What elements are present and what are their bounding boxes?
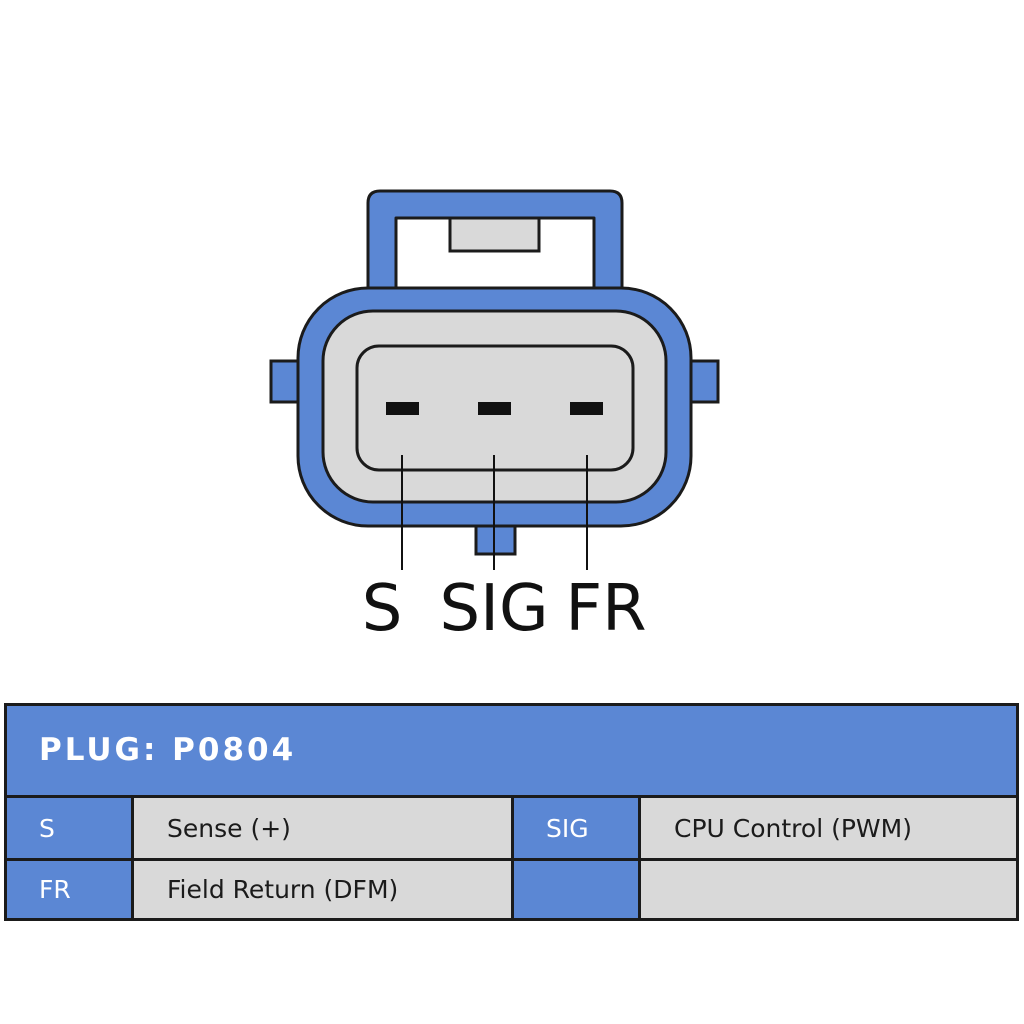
pin-terminal-s xyxy=(386,402,419,415)
pin-description-cell xyxy=(641,861,1016,918)
pin-label-s: S xyxy=(362,572,403,646)
pin-label-sig: SIG xyxy=(439,572,548,646)
pin-label-fr: FR xyxy=(565,572,646,646)
pin-description-cell: CPU Control (PWM) xyxy=(641,798,1016,858)
pin-description-cell: Field Return (DFM) xyxy=(134,861,511,918)
pin-code-cell: S xyxy=(7,798,131,858)
connector-illustration: S SIG FR xyxy=(269,189,720,646)
pin-terminal-sig xyxy=(478,402,511,415)
latch-window xyxy=(448,216,541,253)
pinout-table: PLUG: P0804 S Sense (+) SIG CPU Control … xyxy=(4,703,1019,921)
pin-code-cell xyxy=(514,861,638,918)
plug-title: PLUG: P0804 xyxy=(7,706,1016,795)
pin-terminal-fr xyxy=(570,402,603,415)
pin-code-cell: SIG xyxy=(514,798,638,858)
pin-description-cell: Sense (+) xyxy=(134,798,511,858)
pin-code-cell: FR xyxy=(7,861,131,918)
